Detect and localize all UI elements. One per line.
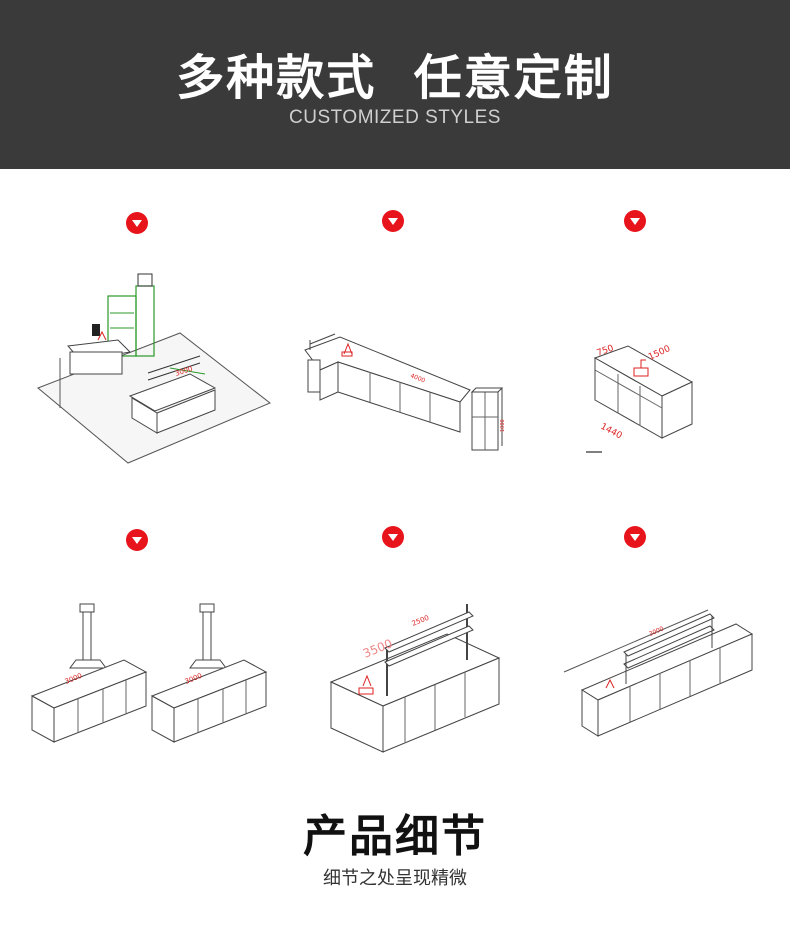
banner-title: 多种款式 任意定制 — [176, 50, 614, 106]
dimension-label: 2500 — [411, 614, 431, 628]
chevron-down-icon — [382, 210, 404, 232]
chevron-down-icon — [126, 212, 148, 234]
chevron-down-icon — [624, 526, 646, 548]
long-wall-bench-drawing: 3000 — [560, 592, 760, 742]
wall-benches-fume-hoods-drawing: 3000 3000 — [28, 600, 273, 755]
dimension-label: 1440 — [599, 422, 624, 442]
l-shaped-bench-drawing: 4000 1000 — [300, 322, 520, 462]
details-title: 产品细节 — [303, 811, 487, 862]
header-banner: 多种款式 任意定制 CUSTOMIZED STYLES — [0, 0, 790, 169]
lab-room-layout-drawing: 3000 — [30, 268, 275, 468]
dimension-label: 3500 — [361, 636, 395, 660]
chevron-down-icon — [382, 526, 404, 548]
chevron-down-icon — [624, 210, 646, 232]
island-bench-shelf-drawing: 3500 2500 — [325, 596, 505, 756]
dimension-label: 1000 — [500, 419, 506, 432]
chevron-down-icon — [126, 529, 148, 551]
details-subtitle: 细节之处呈现精微 — [323, 868, 467, 889]
dimension-label: 1500 — [647, 344, 672, 363]
banner-subtitle: CUSTOMIZED STYLES — [289, 107, 501, 128]
corner-bench-drawing: 750 1500 1440 — [580, 338, 700, 458]
